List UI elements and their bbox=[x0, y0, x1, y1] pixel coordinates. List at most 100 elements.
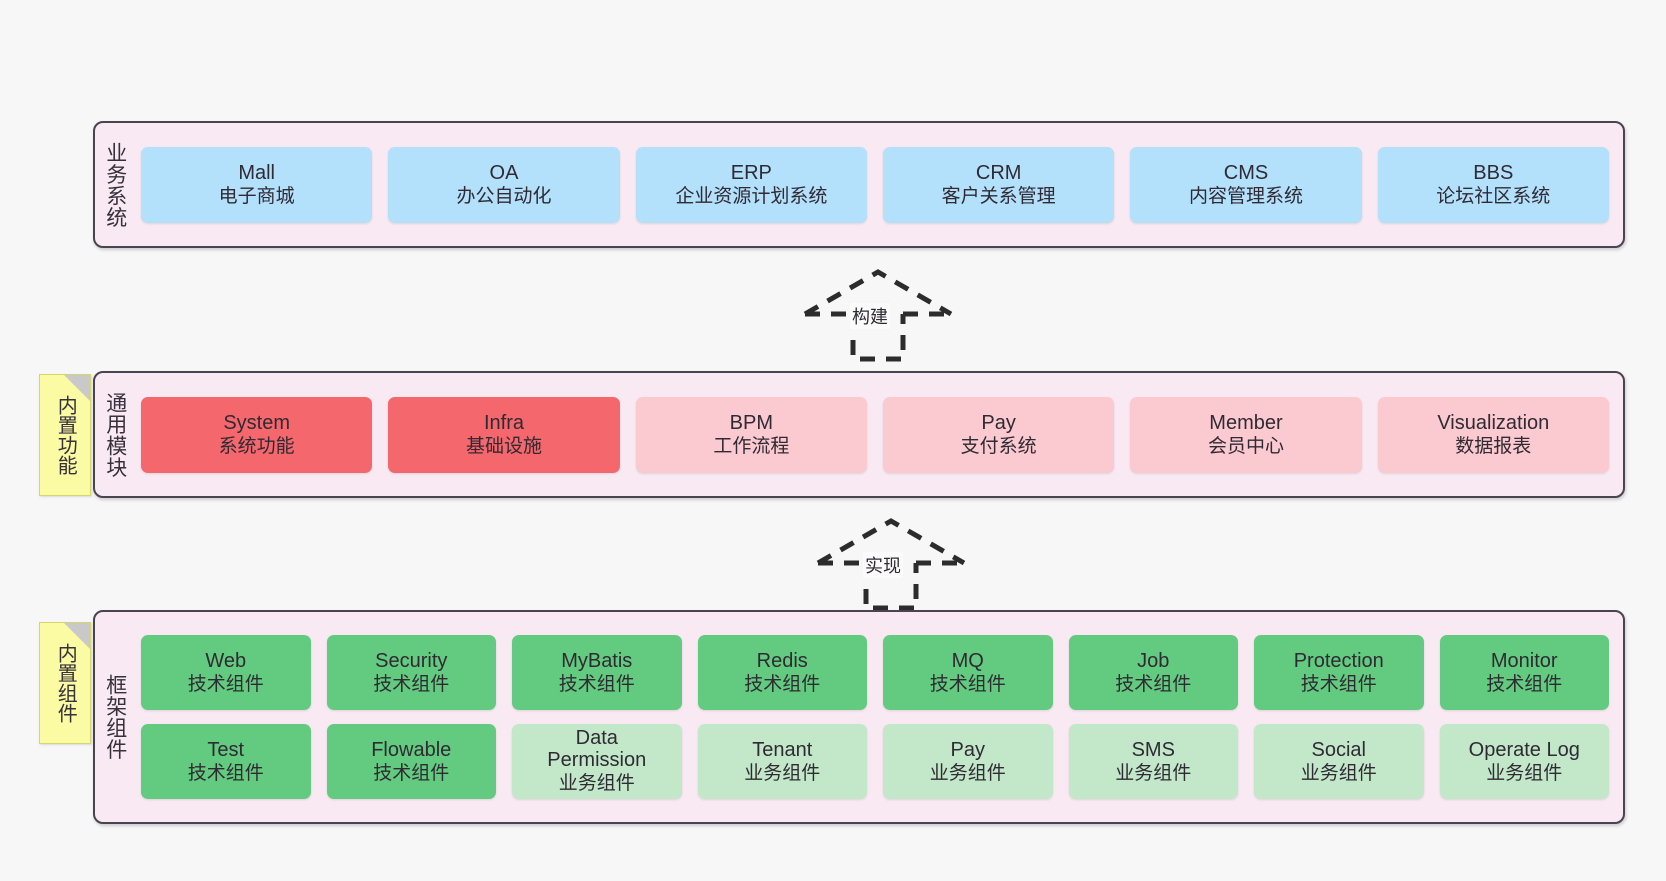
card-security[interactable]: Security 技术组件 bbox=[326, 635, 496, 710]
card-title: Redis bbox=[756, 649, 808, 672]
card-cms[interactable]: CMS 内容管理系统 bbox=[1130, 146, 1362, 223]
card-social[interactable]: Social 业务组件 bbox=[1254, 724, 1424, 799]
arrow-head-triangle bbox=[803, 269, 953, 317]
card-subtitle: 技术组件 bbox=[558, 674, 635, 696]
card-subtitle: 技术组件 bbox=[187, 763, 264, 785]
card-data-permission[interactable]: Data Permission 业务组件 bbox=[512, 724, 682, 799]
layer-framework-component: 框架组件 Web 技术组件 Security 技术组件 MyBatis 技术组件… bbox=[93, 610, 1625, 824]
card-subtitle: 技术组件 bbox=[373, 763, 450, 785]
card-bpm[interactable]: BPM 工作流程 bbox=[635, 396, 867, 473]
note-builtin-features: 内置功能 bbox=[39, 374, 91, 496]
card-subtitle: 技术组件 bbox=[929, 674, 1006, 696]
card-row: Web 技术组件 Security 技术组件 MyBatis 技术组件 Redi… bbox=[141, 635, 1609, 710]
card-subtitle: 支付系统 bbox=[960, 436, 1037, 458]
card-title: Social bbox=[1311, 738, 1366, 761]
card-pay-module[interactable]: Pay 支付系统 bbox=[882, 396, 1115, 473]
layer-title-business-system: 业务系统 bbox=[103, 141, 127, 228]
card-title: BPM bbox=[729, 411, 773, 434]
card-subtitle: 业务组件 bbox=[744, 763, 821, 785]
layer-body-common-module: System 系统功能 Infra 基础设施 BPM 工作流程 Pay 支付系统… bbox=[135, 373, 1623, 496]
card-title: Protection bbox=[1293, 649, 1384, 672]
arrow-implement-label: 实现 bbox=[863, 552, 903, 578]
card-subtitle: 技术组件 bbox=[373, 674, 450, 696]
arrow-build-shape bbox=[803, 269, 953, 362]
card-monitor[interactable]: Monitor 技术组件 bbox=[1439, 635, 1609, 710]
card-subtitle: 技术组件 bbox=[1115, 674, 1192, 696]
arrow-head-triangle bbox=[816, 518, 966, 566]
note-builtin-components: 内置组件 bbox=[39, 622, 91, 744]
arrow-build: 构建 bbox=[800, 266, 960, 362]
card-title: Security bbox=[375, 649, 448, 672]
card-subtitle: 技术组件 bbox=[744, 674, 821, 696]
note-fold-corner-icon bbox=[64, 375, 90, 401]
card-subtitle: 数据报表 bbox=[1455, 436, 1532, 458]
card-row: Test 技术组件 Flowable 技术组件 Data Permission … bbox=[141, 724, 1609, 799]
card-title: BBS bbox=[1473, 161, 1514, 184]
card-mall[interactable]: Mall 电子商城 bbox=[141, 146, 373, 223]
card-subtitle: 技术组件 bbox=[187, 674, 264, 696]
card-test[interactable]: Test 技术组件 bbox=[141, 724, 311, 799]
card-title: Job bbox=[1137, 649, 1170, 672]
layer-body-framework-component: Web 技术组件 Security 技术组件 MyBatis 技术组件 Redi… bbox=[135, 612, 1623, 822]
card-title: Visualization bbox=[1437, 411, 1550, 434]
card-subtitle: 论坛社区系统 bbox=[1436, 186, 1551, 208]
card-title: Member bbox=[1209, 411, 1283, 434]
card-redis[interactable]: Redis 技术组件 bbox=[697, 635, 867, 710]
card-web[interactable]: Web 技术组件 bbox=[141, 635, 311, 710]
arrow-shaft bbox=[863, 563, 919, 611]
card-title: CRM bbox=[975, 161, 1022, 184]
card-row: Mall 电子商城 OA 办公自动化 ERP 企业资源计划系统 CRM 客户关系… bbox=[141, 146, 1609, 223]
card-subtitle: 企业资源计划系统 bbox=[675, 186, 828, 208]
layer-title-framework-component: 框架组件 bbox=[103, 674, 127, 760]
card-subtitle: 内容管理系统 bbox=[1188, 186, 1303, 208]
card-title: SMS bbox=[1131, 738, 1175, 761]
arrow-shaft bbox=[850, 314, 906, 362]
card-title: Operate Log bbox=[1468, 738, 1580, 761]
card-subtitle: 系统功能 bbox=[218, 436, 295, 458]
card-pay-component[interactable]: Pay 业务组件 bbox=[883, 724, 1053, 799]
layer-business-system: 业务系统 Mall 电子商城 OA 办公自动化 ERP 企业资源计划系统 CRM… bbox=[93, 121, 1625, 248]
card-crm[interactable]: CRM 客户关系管理 bbox=[882, 146, 1115, 223]
card-protection[interactable]: Protection 技术组件 bbox=[1254, 635, 1424, 710]
card-subtitle: 办公自动化 bbox=[456, 186, 552, 208]
card-system[interactable]: System 系统功能 bbox=[141, 396, 373, 473]
card-oa[interactable]: OA 办公自动化 bbox=[388, 146, 620, 223]
card-erp[interactable]: ERP 企业资源计划系统 bbox=[635, 146, 867, 223]
card-title: System bbox=[223, 411, 290, 434]
card-bbs[interactable]: BBS 论坛社区系统 bbox=[1377, 146, 1609, 223]
card-subtitle: 业务组件 bbox=[1300, 763, 1377, 785]
card-operate-log[interactable]: Operate Log 业务组件 bbox=[1439, 724, 1609, 799]
card-visualization[interactable]: Visualization 数据报表 bbox=[1377, 396, 1609, 473]
arrow-implement-shape bbox=[816, 518, 966, 611]
card-title: OA bbox=[489, 161, 519, 184]
card-title: MyBatis bbox=[561, 649, 633, 672]
card-subtitle: 业务组件 bbox=[1115, 763, 1192, 785]
card-title: Pay bbox=[981, 411, 1016, 434]
card-title: Mall bbox=[238, 161, 275, 184]
card-job[interactable]: Job 技术组件 bbox=[1068, 635, 1238, 710]
card-subtitle: 客户关系管理 bbox=[941, 186, 1056, 208]
card-mq[interactable]: MQ 技术组件 bbox=[883, 635, 1053, 710]
layer-common-module: 通用模块 System 系统功能 Infra 基础设施 BPM 工作流程 Pay… bbox=[93, 371, 1625, 498]
card-subtitle: 工作流程 bbox=[713, 436, 790, 458]
card-tenant[interactable]: Tenant 业务组件 bbox=[697, 724, 867, 799]
card-flowable[interactable]: Flowable 技术组件 bbox=[326, 724, 496, 799]
card-member[interactable]: Member 会员中心 bbox=[1130, 396, 1362, 473]
card-subtitle: 技术组件 bbox=[1486, 674, 1563, 696]
layer-body-business-system: Mall 电子商城 OA 办公自动化 ERP 企业资源计划系统 CRM 客户关系… bbox=[135, 123, 1623, 246]
card-subtitle: 电子商城 bbox=[218, 186, 295, 208]
card-sms[interactable]: SMS 业务组件 bbox=[1068, 724, 1238, 799]
card-infra[interactable]: Infra 基础设施 bbox=[388, 396, 620, 473]
arrow-build-label: 构建 bbox=[850, 303, 890, 329]
note-label: 内置功能 bbox=[54, 395, 77, 475]
card-title: Web bbox=[205, 649, 247, 672]
card-title: Infra bbox=[483, 411, 524, 434]
arrow-implement: 实现 bbox=[813, 515, 973, 611]
card-subtitle: 会员中心 bbox=[1207, 436, 1284, 458]
card-subtitle: 业务组件 bbox=[1486, 763, 1563, 785]
card-mybatis[interactable]: MyBatis 技术组件 bbox=[512, 635, 682, 710]
layer-title-common-module: 通用模块 bbox=[103, 391, 127, 478]
card-title: Tenant bbox=[752, 738, 813, 761]
card-row: System 系统功能 Infra 基础设施 BPM 工作流程 Pay 支付系统… bbox=[141, 396, 1609, 473]
